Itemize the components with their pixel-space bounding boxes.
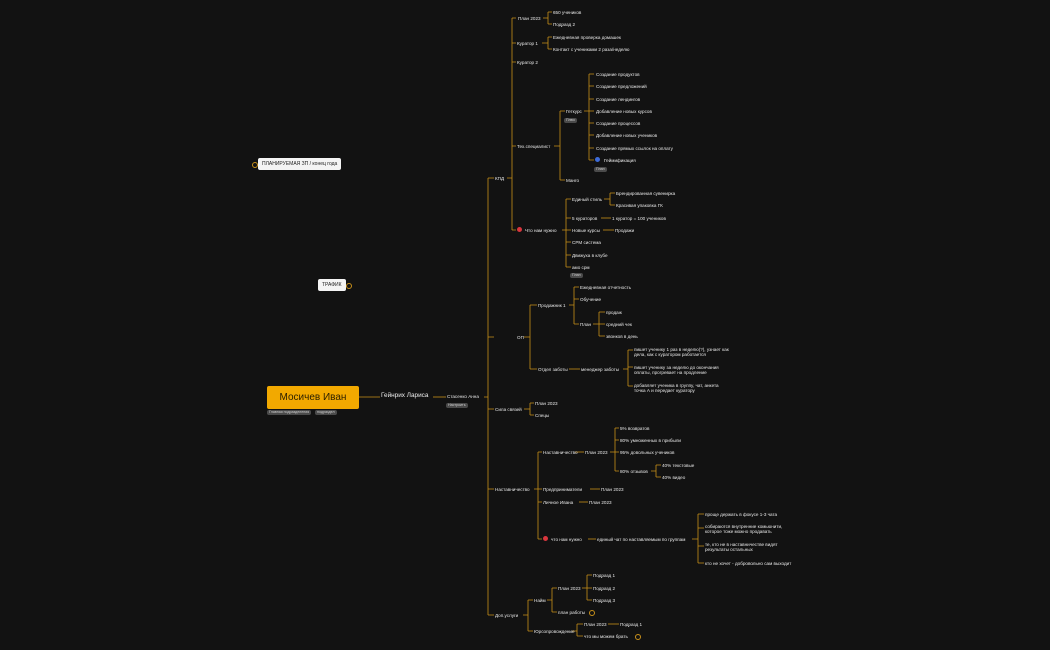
node[interactable]: Куратор 1	[517, 41, 538, 46]
manager-tag: Настроить	[446, 403, 468, 408]
node[interactable]: 80% отзывов	[620, 469, 648, 474]
node[interactable]: Что нам нужно	[525, 228, 557, 233]
node[interactable]: Геткурс	[566, 109, 582, 114]
node[interactable]: 95% довольных учеников	[620, 450, 675, 455]
node[interactable]: Ежедневная проверка домашек	[553, 35, 621, 40]
node[interactable]: что нам нужно	[551, 537, 582, 542]
node[interactable]: 40% видео	[662, 475, 686, 480]
node[interactable]: План 2023	[558, 586, 581, 591]
node[interactable]: План 2023	[535, 401, 558, 406]
node[interactable]: Создание процессов	[596, 121, 641, 126]
node[interactable]: Отдел заботы	[538, 367, 568, 372]
node[interactable]: Тех.специалист	[517, 144, 551, 149]
node[interactable]: план работы	[558, 610, 586, 615]
manager-node[interactable]: Стасенко Анна	[447, 394, 479, 399]
node[interactable]: CPM система	[572, 240, 601, 245]
node[interactable]: Продажи	[615, 228, 635, 233]
node[interactable]: Единый стиль	[572, 197, 603, 202]
info-icon	[595, 157, 600, 162]
node[interactable]: Найм	[534, 598, 546, 603]
group-dop[interactable]: Доп.услуги	[495, 613, 519, 618]
node[interactable]: амо срм	[572, 265, 590, 270]
planned-salary-node[interactable]: ПЛАНИРУЕМАЯ ЗП / конец года	[258, 158, 342, 170]
node[interactable]: пишет ученику за неделю до окончания опл…	[634, 365, 719, 376]
node-tag: План	[594, 167, 607, 172]
node[interactable]: Юрсопровождение	[534, 629, 575, 634]
node[interactable]: звонков в день	[606, 334, 638, 339]
node[interactable]: Куратор 2	[517, 60, 538, 65]
node[interactable]: Добавление новых курсов	[596, 109, 652, 114]
node[interactable]: Подразд 3	[593, 598, 616, 603]
node[interactable]: 1 куратор = 100 учеников	[612, 216, 666, 221]
node[interactable]: Создание предложений	[596, 84, 647, 89]
node[interactable]: Создание продуктов	[596, 72, 640, 77]
node[interactable]: Добавление новых учеников	[596, 133, 658, 138]
node[interactable]: пишет ученику 1 раз в неделю(?), узнает …	[634, 347, 729, 358]
node[interactable]: План 2023	[518, 16, 541, 21]
root-tag: Главная подразделения	[267, 410, 312, 415]
group-op[interactable]: ОП	[517, 335, 524, 340]
node-tag: Плюс	[564, 118, 578, 123]
node[interactable]: Контакт с учениками 2 раза/неделю	[553, 47, 630, 52]
node[interactable]: что мы можем брать	[584, 634, 628, 639]
node[interactable]: Подразд 1	[593, 573, 616, 578]
node[interactable]: Создание лендингов	[596, 97, 641, 102]
node[interactable]: 40% текстовые	[662, 463, 695, 468]
node[interactable]: Движуха в клубе	[572, 253, 608, 258]
node[interactable]: 5% возвратов	[620, 426, 650, 431]
warning-icon	[543, 536, 548, 541]
node[interactable]: менеджер заботы	[581, 367, 619, 372]
node[interactable]: средний чек	[606, 322, 632, 327]
node[interactable]: Геймификация	[604, 158, 636, 163]
root-tag: подраздел	[315, 410, 337, 415]
node[interactable]: собираются внутренние комьюнити, которое…	[705, 524, 783, 535]
root-node[interactable]: Мосичев Иван	[267, 386, 359, 409]
node[interactable]: Наставничество	[543, 450, 578, 455]
group-sila[interactable]: Сила связей	[495, 407, 522, 412]
node[interactable]: План 2023	[585, 450, 608, 455]
node[interactable]: Подразд 2	[553, 22, 576, 27]
warning-icon	[517, 227, 522, 232]
node[interactable]: Предприниматели	[543, 487, 583, 492]
node[interactable]: Брендированная сувенирка	[616, 191, 676, 196]
node[interactable]: Обучение	[580, 297, 602, 302]
person-node[interactable]: Гейнрих Лариса	[381, 392, 429, 399]
group-nastav[interactable]: Наставничество	[495, 487, 530, 492]
node[interactable]: Подразд 1	[620, 622, 643, 627]
group-kpd[interactable]: КПД	[495, 176, 505, 181]
node-tag: План	[570, 273, 583, 278]
node[interactable]: Личное Ивана	[543, 500, 574, 505]
node[interactable]: проще держать в фокусе 1-3 чата	[705, 512, 778, 517]
node[interactable]: План 2023	[601, 487, 624, 492]
traffic-node[interactable]: ТРАФИК	[318, 279, 346, 291]
node[interactable]: Спецы	[535, 413, 550, 418]
node[interactable]: добавляет ученика в группу, чат, анкета …	[634, 383, 719, 394]
node[interactable]: Создание прямых ссылок на оплату	[596, 146, 673, 151]
node[interactable]: Новые курсы	[572, 228, 600, 233]
collapse-toggle-icon[interactable]	[589, 610, 595, 616]
collapse-toggle-icon[interactable]	[635, 634, 641, 640]
node[interactable]: Ежедневная отчетность	[580, 285, 632, 290]
node[interactable]: План 2023	[584, 622, 607, 627]
node[interactable]: План	[580, 322, 592, 327]
collapse-toggle-icon[interactable]	[346, 283, 352, 289]
node[interactable]: Продажник 1	[538, 303, 566, 308]
node[interactable]: продаж	[606, 310, 622, 315]
node[interactable]: 650 учеников	[553, 10, 582, 15]
node[interactable]: План 2023	[589, 500, 612, 505]
collapse-toggle-icon[interactable]	[252, 162, 258, 168]
node[interactable]: 5 кураторов	[572, 216, 598, 221]
node[interactable]: Красивая упаковка ГК	[616, 203, 663, 208]
node[interactable]: Манго	[566, 178, 580, 183]
node[interactable]: кто не хочет - добровольно сам выходит	[705, 561, 792, 566]
node[interactable]: единый чат по наставляемым по группам	[597, 537, 686, 542]
node[interactable]: те, кто не в наставничестве видят резуль…	[705, 542, 778, 553]
node[interactable]: 80% умноженных в прибыли	[620, 438, 681, 443]
node[interactable]: Подразд 2	[593, 586, 616, 591]
